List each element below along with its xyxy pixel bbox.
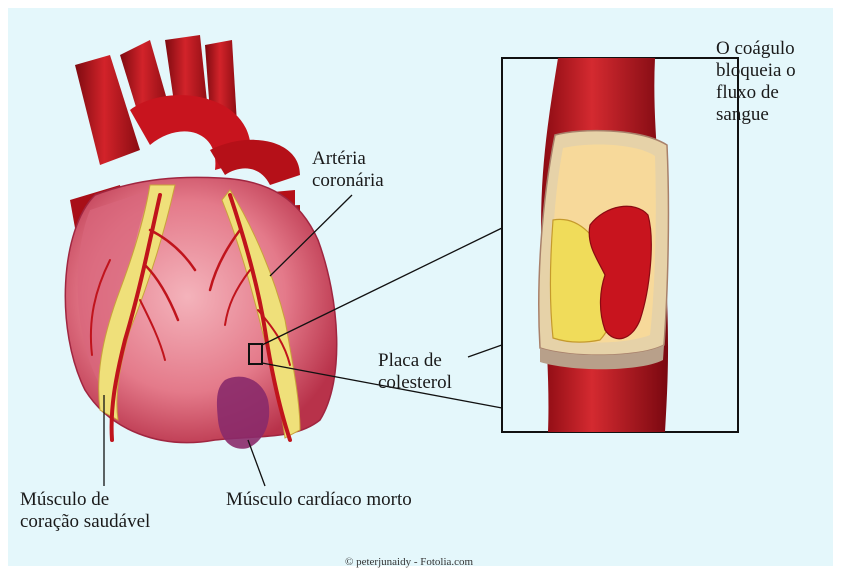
artery-cross-section [539, 58, 669, 432]
label-blood-clot: O coágulo bloqueia o fluxo de sangue [716, 38, 796, 126]
label-healthy-muscle: Músculo de coração saudável [20, 489, 150, 533]
label-dead-muscle: Músculo cardíaco morto [226, 489, 412, 511]
label-coronary-artery: Artéria coronária [312, 148, 384, 192]
label-cholesterol-plaque: Placa de colesterol [378, 350, 452, 394]
image-credit: © peterjunaidy - Fotolia.com [345, 556, 473, 568]
dead-muscle-region [217, 377, 269, 449]
